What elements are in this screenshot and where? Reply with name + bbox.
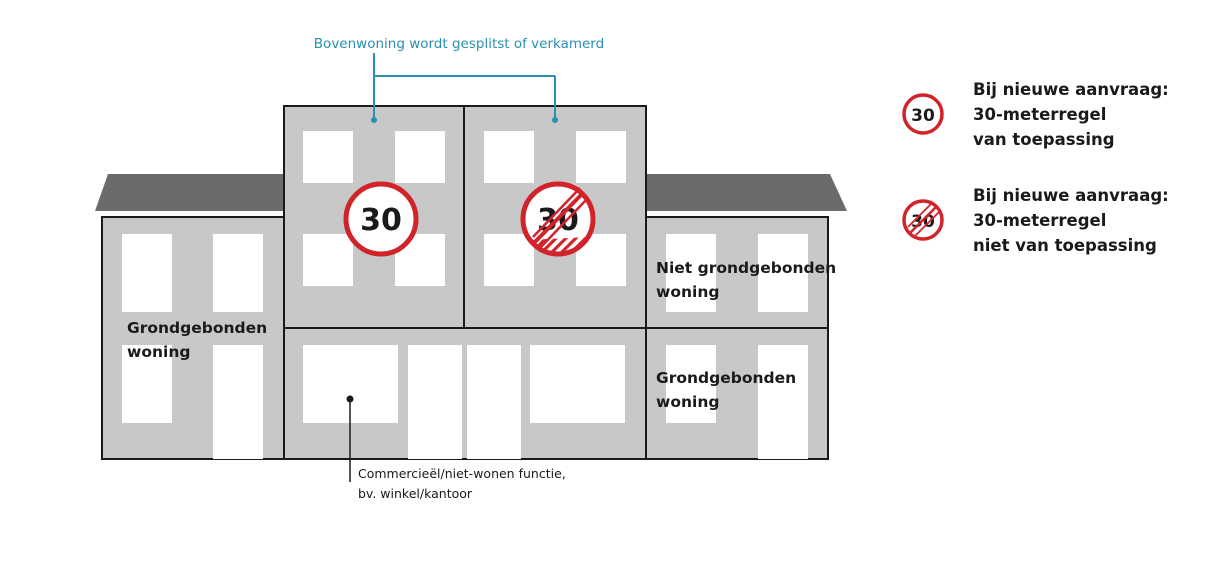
window [576,131,626,183]
legend1-line2: 30-meterregel [973,105,1106,124]
window [758,234,808,312]
window [666,234,716,312]
right-roof [646,174,847,211]
door [758,345,808,459]
sign-30-applicable: 30 [343,181,419,257]
bracket-dot-left [371,117,377,123]
legend-sign-applicable [902,93,944,135]
legend2-line2: 30-meterregel [973,211,1106,230]
legend-item-applicable: 30 Bij nieuwe aanvraag: 30-meterregel va… [902,80,1169,149]
window [666,345,716,423]
window [484,234,534,286]
top-annotation-label: Bovenwoning wordt gesplitst of verkamerd [314,36,604,52]
window [303,234,353,286]
bottom-annotation-line2: bv. winkel/kantoor [358,486,473,501]
legend-item-not-applicable: 30 Bij nieuwe aanvraag: 30-meterregel ni… [902,186,1169,255]
window [213,234,263,312]
window [303,131,353,183]
shop-window [530,345,625,423]
window [395,131,445,183]
right-lower-label-line2: woning [656,393,719,411]
legend1-line3: van toepassing [973,130,1115,149]
shop-door [408,345,462,459]
legend1-line1: Bij nieuwe aanvraag: [973,80,1169,99]
legend2-line1: Bij nieuwe aanvraag: [973,186,1169,205]
window [484,131,534,183]
sign-30-not-applicable: 30 [520,181,596,257]
bottom-annotation-line1: Commercieël/niet-wonen functie, [358,466,566,481]
window [122,234,172,312]
right-upper-label-line2: woning [656,283,719,301]
right-lower-label-line1: Grondgebonden [656,369,796,387]
sign-30-applicable-number: 30 [360,203,402,238]
legend2-line3: niet van toepassing [973,236,1157,255]
bottom-pointer-dot [346,395,354,403]
legend-sign-applicable-number: 30 [911,106,935,126]
top-bracket [373,53,556,120]
left-building-label-line2: woning [127,343,190,361]
window [122,345,172,423]
shop-door [467,345,521,459]
right-upper-label-line1: Niet grondgebonden [656,259,836,277]
left-roof [95,174,284,211]
door [213,345,263,459]
bracket-dot-right [552,117,558,123]
left-building-label-line1: Grondgebonden [127,319,267,337]
